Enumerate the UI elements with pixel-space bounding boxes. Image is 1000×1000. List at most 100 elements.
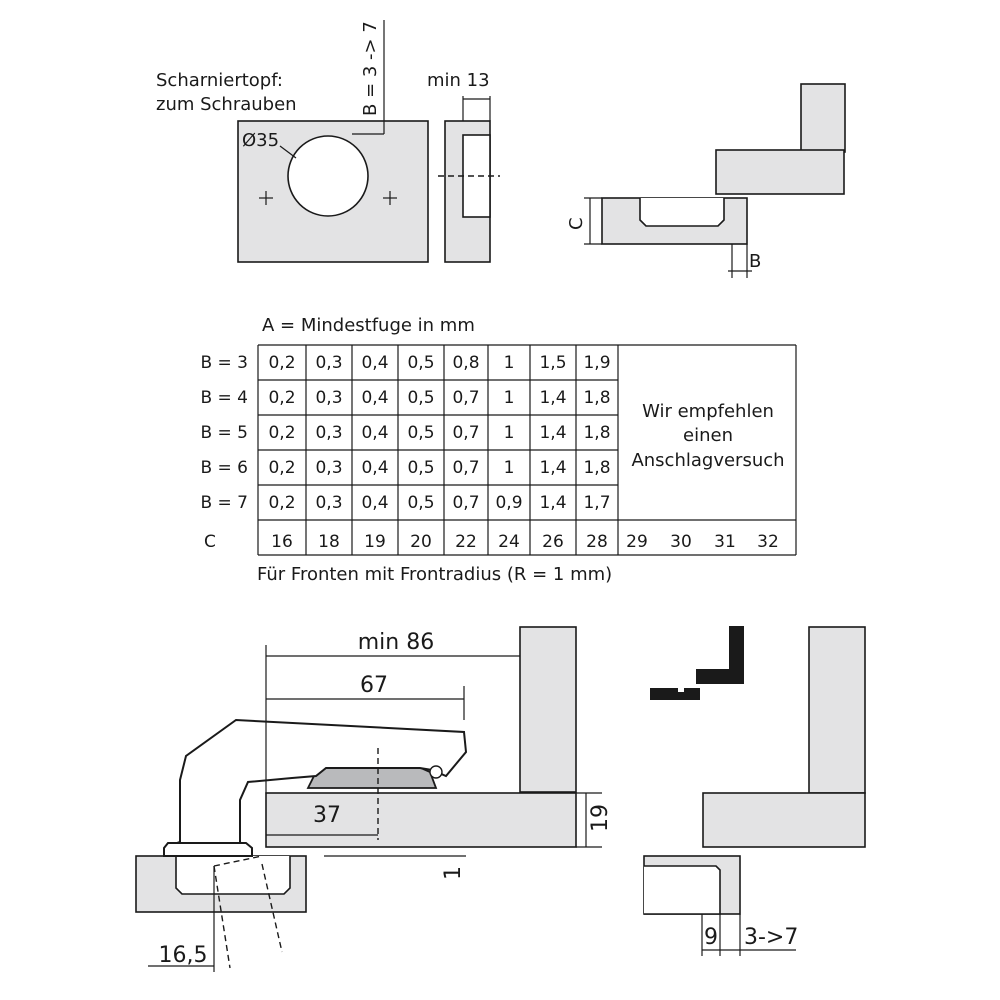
swing-line-top xyxy=(213,855,263,867)
cabinet-side-panel xyxy=(519,626,577,793)
dim-19-label: 19 xyxy=(588,804,613,832)
swing-line-outer xyxy=(261,863,283,953)
table-grid xyxy=(257,344,797,556)
min-gap-table: A = Mindestfuge in mm B = 3 0,2 0,3 0,4 0,5 0… xyxy=(200,315,797,585)
table-c-cell: 18 xyxy=(318,532,340,552)
table-footnote: Für Fronten mit Frontradius (R = 1 mm) xyxy=(257,564,612,585)
table-cell: 0,4 xyxy=(361,458,388,478)
table-row-label: B = 5 xyxy=(200,423,248,443)
table-cell: 0,9 xyxy=(495,493,522,513)
table-cell: 1,4 xyxy=(539,458,566,478)
table-cell: 0,4 xyxy=(361,353,388,373)
hinge-arm xyxy=(165,718,468,852)
table-cell: 1,4 xyxy=(539,493,566,513)
dim-37-label: 37 xyxy=(313,803,341,828)
table-cell: 0,7 xyxy=(452,458,479,478)
table-cell: 0,7 xyxy=(452,423,479,443)
table-c-cell: 28 xyxy=(586,532,608,552)
bottom-cup-recess xyxy=(644,865,721,915)
table-cell: 0,5 xyxy=(407,353,434,373)
table-cell: 1,7 xyxy=(583,493,610,513)
diameter-leader xyxy=(279,145,297,159)
hinge-cup-flange xyxy=(163,842,253,857)
overlay-section-view: C B xyxy=(566,83,846,278)
b-label: B xyxy=(749,251,761,272)
table-caption: A = Mindestfuge in mm xyxy=(262,315,475,336)
dim-3-7-label: 3->7 xyxy=(744,925,798,950)
table-cell: 0,4 xyxy=(361,423,388,443)
door-cup-recess xyxy=(175,856,291,895)
table-cell: 1 xyxy=(504,353,515,373)
swing-line-inner xyxy=(213,865,231,969)
table-c-cell: 19 xyxy=(364,532,386,552)
b-range-label: B = 3 -> 7 xyxy=(360,21,381,116)
table-cell: 0,7 xyxy=(452,388,479,408)
bottom-top-board xyxy=(702,792,866,848)
table-c-cell-extra: 30 xyxy=(670,532,692,552)
cup-title-line2: zum Schrauben xyxy=(156,94,297,115)
cup-title-line1: Scharniertopf: xyxy=(156,70,283,91)
table-row-label: B = 7 xyxy=(200,493,248,513)
table-cell: 1,5 xyxy=(539,353,566,373)
table-cell: 0,5 xyxy=(407,388,434,408)
table-cell: 0,5 xyxy=(407,458,434,478)
cup-diameter-label: Ø35 xyxy=(242,130,279,151)
table-row-label: B = 4 xyxy=(200,388,248,408)
dim-67-label: 67 xyxy=(360,673,388,698)
cup-recess-section xyxy=(462,134,491,218)
table-cell: 1 xyxy=(504,458,515,478)
table-cell: 0,3 xyxy=(315,493,342,513)
table-c-cell: 16 xyxy=(271,532,293,552)
table-cell: 1,8 xyxy=(583,388,610,408)
table-cell: 0,4 xyxy=(361,388,388,408)
table-c-cell-extra: 31 xyxy=(714,532,736,552)
table-cell: 1 xyxy=(504,388,515,408)
table-row-label: B = 3 xyxy=(200,353,248,373)
table-cell: 0,2 xyxy=(268,423,295,443)
table-c-row-label: C xyxy=(204,532,216,552)
table-c-cell: 22 xyxy=(455,532,477,552)
table-cell: 0,7 xyxy=(452,493,479,513)
overlay-icon xyxy=(650,626,744,700)
table-cell: 0,3 xyxy=(315,353,342,373)
table-c-cell: 26 xyxy=(542,532,564,552)
table-cells: B = 3 0,2 0,3 0,4 0,5 0,8 1 1,5 1,9 B = 4 0,2 0,3 0,… xyxy=(200,353,778,552)
table-cell: 1 xyxy=(504,423,515,443)
table-c-cell: 20 xyxy=(410,532,432,552)
overlay-section-bottom: 9 3->7 xyxy=(643,626,866,956)
table-cell: 0,2 xyxy=(268,458,295,478)
cup-recess xyxy=(639,198,725,227)
table-cell: 0,4 xyxy=(361,493,388,513)
dim-1-label: 1 xyxy=(441,866,466,880)
cup-hole xyxy=(287,135,369,217)
min-depth-label: min 13 xyxy=(427,70,490,91)
hinge-assembly-view: min 86 67 37 19 1 16,5 xyxy=(135,626,613,972)
table-c-cell: 24 xyxy=(498,532,520,552)
table-cell: 1,4 xyxy=(539,423,566,443)
table-cell: 1,8 xyxy=(583,423,610,443)
cabinet-side-wall xyxy=(800,83,846,153)
table-cell: 0,3 xyxy=(315,423,342,443)
table-cell: 0,2 xyxy=(268,353,295,373)
screw-mark-left xyxy=(259,191,273,205)
recommend-line1: Wir empfehlen xyxy=(642,401,774,422)
table-cell: 1,8 xyxy=(583,458,610,478)
adjust-screw xyxy=(429,765,443,779)
table-cell: 0,5 xyxy=(407,493,434,513)
dim-9-label: 9 xyxy=(704,925,718,950)
recommend-line2: einen xyxy=(683,425,733,446)
table-cell: 0,3 xyxy=(315,458,342,478)
table-row-label: B = 6 xyxy=(200,458,248,478)
table-cell: 0,5 xyxy=(407,423,434,443)
table-c-cell-extra: 32 xyxy=(757,532,779,552)
table-cell: 0,2 xyxy=(268,493,295,513)
recommend-line3: Anschlagversuch xyxy=(631,450,784,471)
table-cell: 0,8 xyxy=(452,353,479,373)
table-c-cell-extra: 29 xyxy=(626,532,648,552)
table-cell: 1,4 xyxy=(539,388,566,408)
table-cell: 1,9 xyxy=(583,353,610,373)
dim-min86-label: min 86 xyxy=(358,630,434,655)
cup-drilling-view: Scharniertopf: zum Schrauben Ø35 B = 3 -… xyxy=(156,20,500,263)
